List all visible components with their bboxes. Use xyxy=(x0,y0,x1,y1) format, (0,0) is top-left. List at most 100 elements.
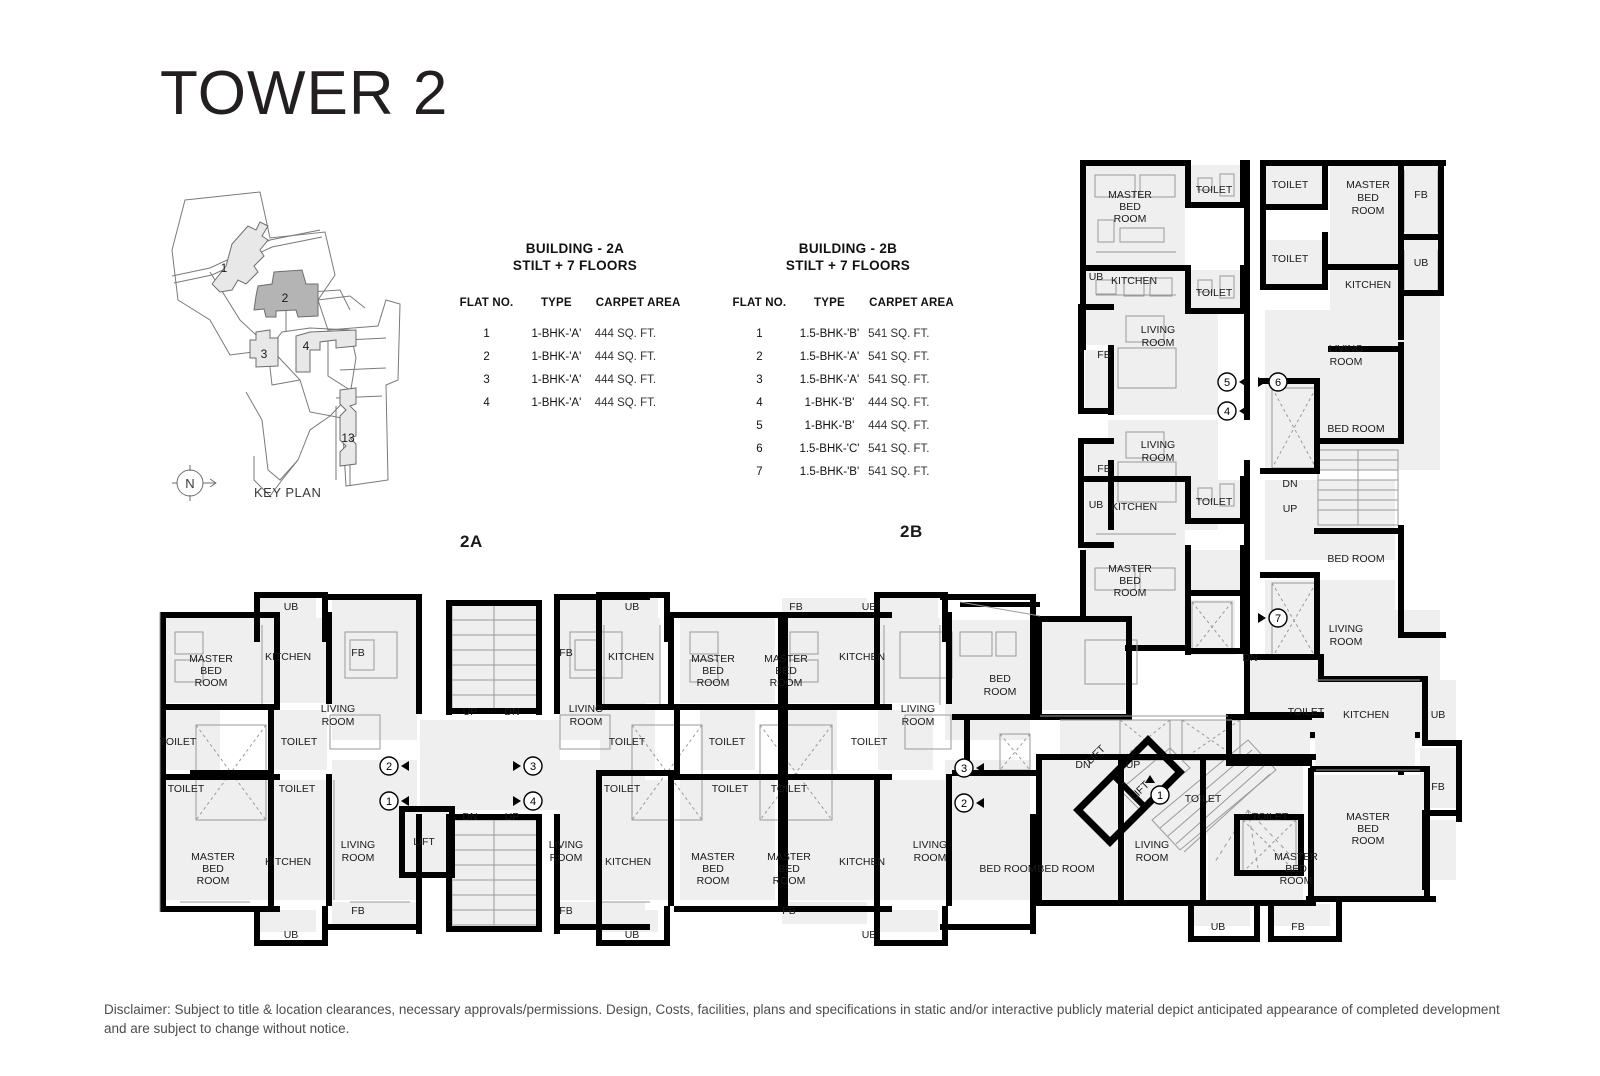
room-label-toilet: TOILET xyxy=(604,783,641,795)
cell-carpet-area: 444 SQ. FT. xyxy=(594,374,657,386)
spec-table-2b: BUILDING - 2B STILT + 7 FLOORS FLAT NO. … xyxy=(728,240,968,484)
room-label-fb: FB xyxy=(789,601,802,613)
cell-carpet-area: 541 SQ. FT. xyxy=(868,351,930,363)
svg-text:2: 2 xyxy=(386,761,392,773)
key-plan-building-13: 13 xyxy=(341,431,355,445)
key-plan-building-1: 1 xyxy=(221,261,228,275)
compass-letter: N xyxy=(185,476,194,491)
room-label-up: UP xyxy=(505,811,520,823)
header-type: TYPE xyxy=(814,297,845,309)
cell-carpet-area: 541 SQ. FT. xyxy=(868,466,930,478)
room-label-toilet: TOILET xyxy=(279,783,316,795)
room-label-toilet: TOILET xyxy=(1252,811,1289,823)
room-label-toilet: TOILET xyxy=(168,783,205,795)
room-label-fb: FB xyxy=(351,905,364,917)
header-type: TYPE xyxy=(540,297,572,309)
header-flat-no: FLAT NO. xyxy=(459,297,514,309)
room-label-toilet: TOILET xyxy=(1196,287,1233,299)
room-label-kitchen: KITCHEN xyxy=(1345,279,1391,291)
svg-text:4: 4 xyxy=(530,796,536,808)
svg-text:6: 6 xyxy=(1275,377,1281,389)
room-label-toilet: TOILET xyxy=(771,783,808,795)
cell-flat-no: 1 xyxy=(756,328,763,340)
room-label-dn: DN xyxy=(504,706,519,718)
svg-text:3: 3 xyxy=(961,763,967,775)
cell-carpet-area: 541 SQ. FT. xyxy=(868,374,930,386)
table-row: 6 1.5-BHK-'C' 541 SQ. FT. xyxy=(728,438,968,461)
room-label-fb: FB xyxy=(351,647,364,659)
room-label-toilet: TOILET xyxy=(1196,496,1233,508)
page-title: TOWER 2 xyxy=(160,59,449,128)
flat-marker-2: 2 xyxy=(379,756,409,776)
room-label-toilet: TOILET xyxy=(281,736,318,748)
room-label-kitchen: KITCHEN xyxy=(839,651,885,663)
cell-type: 1-BHK-'B' xyxy=(804,397,855,409)
room-label-bed-room: BED ROOM xyxy=(1327,553,1384,565)
room-label-dn: DN xyxy=(462,811,477,823)
room-label-kitchen: KITCHEN xyxy=(265,651,311,663)
table-row: 1 1-BHK-'A' 444 SQ. FT. xyxy=(455,323,695,346)
room-label-fb: FB xyxy=(1097,349,1110,361)
flat-marker-6: 6 xyxy=(1258,372,1288,392)
disclaimer-text: Disclaimer: Subject to title & location … xyxy=(104,1002,1500,1036)
cell-type: 1-BHK-'A' xyxy=(531,328,582,340)
cell-flat-no: 3 xyxy=(483,374,490,386)
room-label-ub: UB xyxy=(1089,499,1104,511)
flat-marker-3: 3 xyxy=(513,756,543,776)
flat-marker-5: 5 xyxy=(1217,372,1247,392)
flat-marker-group-2b-lower: 3 2 1 xyxy=(954,758,1170,813)
svg-text:1: 1 xyxy=(386,796,392,808)
cell-type: 1-BHK-'A' xyxy=(531,397,582,409)
spec-table-2a: BUILDING - 2A STILT + 7 FLOORS FLAT NO. … xyxy=(455,240,695,415)
table-row: 4 1-BHK-'B' 444 SQ. FT. xyxy=(728,392,968,415)
room-label-ub: UB xyxy=(1211,921,1226,933)
room-label-up: UP xyxy=(463,706,478,718)
flat-marker-4: 4 xyxy=(513,791,543,811)
room-label-ub: UB xyxy=(625,929,640,941)
cell-type: 1.5-BHK-'A' xyxy=(799,374,860,386)
cell-carpet-area: 444 SQ. FT. xyxy=(594,351,657,363)
room-label-toilet: TOILET xyxy=(1196,184,1233,196)
flat-marker-7: 7 xyxy=(1258,608,1288,628)
room-label-toilet: TOILET xyxy=(1185,793,1222,805)
cell-flat-no: 4 xyxy=(756,397,763,409)
room-label-fb: FB xyxy=(782,905,795,917)
room-label-toilet: TOILET xyxy=(712,783,749,795)
cell-carpet-area: 444 SQ. FT. xyxy=(594,397,657,409)
header-flat-no: FLAT NO. xyxy=(732,297,787,309)
table-row: 5 1-BHK-'B' 444 SQ. FT. xyxy=(728,415,968,438)
cell-flat-no: 6 xyxy=(756,443,763,455)
cell-flat-no: 7 xyxy=(756,466,763,478)
room-label-ub: UB xyxy=(1089,271,1104,283)
key-plan-map: 1 2 3 4 13 N xyxy=(171,191,401,501)
room-label-dn: DN xyxy=(1075,759,1090,771)
table-row: 2 1.5-BHK-'A' 541 SQ. FT. xyxy=(728,346,968,369)
cell-type: 1.5-BHK-'C' xyxy=(799,443,860,455)
room-label-fb: FB xyxy=(1291,921,1304,933)
room-label-dn: DN xyxy=(1242,652,1257,664)
spec-title-2b: BUILDING - 2B STILT + 7 FLOORS xyxy=(785,241,911,273)
key-plan-building-4: 4 xyxy=(303,339,310,353)
svg-text:7: 7 xyxy=(1275,613,1281,625)
spec-title-2a: BUILDING - 2A STILT + 7 FLOORS xyxy=(512,241,638,273)
cell-flat-no: 2 xyxy=(483,351,490,363)
room-label-kitchen: KITCHEN xyxy=(1343,709,1389,721)
room-label-toilet: TOILET xyxy=(709,736,746,748)
room-label-toilet: TOILET xyxy=(851,736,888,748)
